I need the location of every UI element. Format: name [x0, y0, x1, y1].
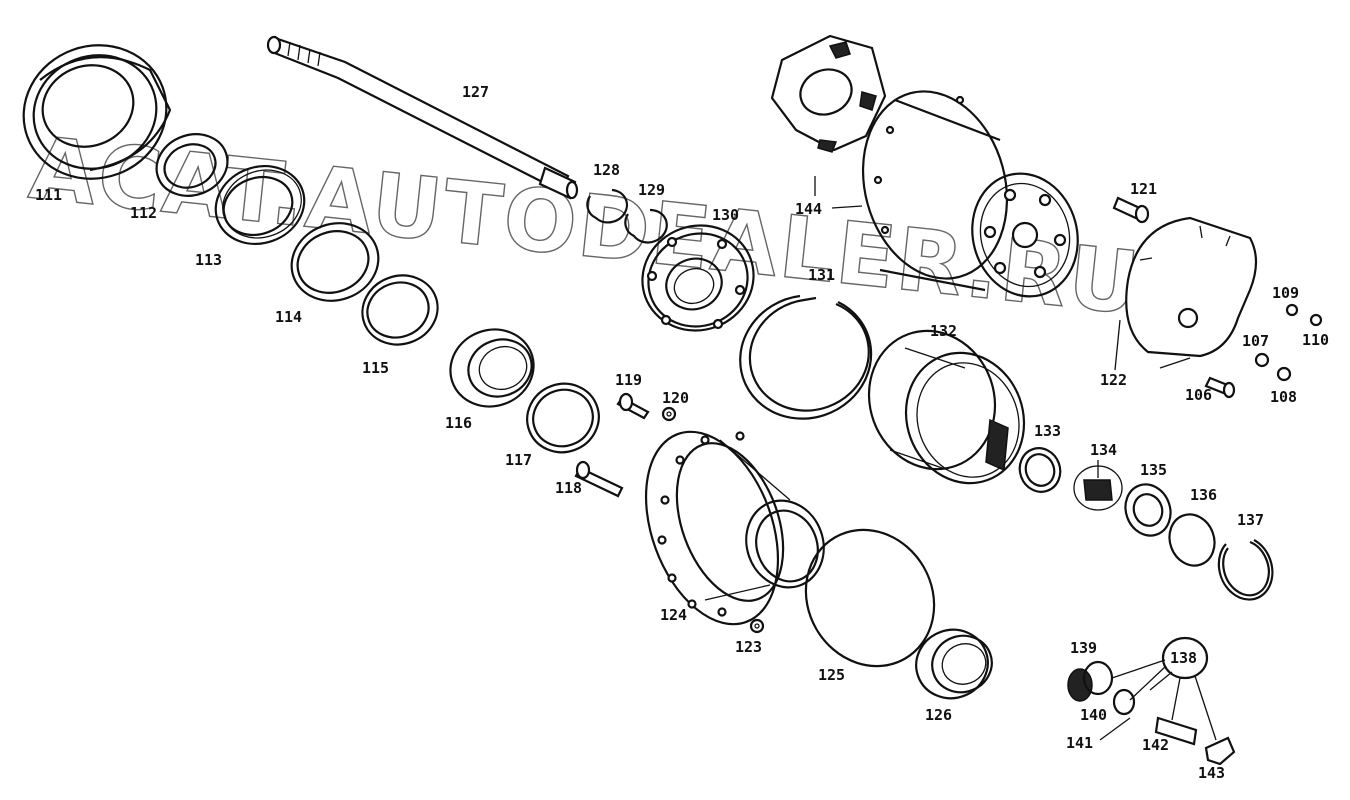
part-142-pin [1154, 716, 1198, 746]
part-139-planet-gear [1067, 660, 1114, 702]
part-120-nut [661, 406, 677, 422]
part-110-screw [1309, 313, 1323, 327]
part-112-ring [155, 133, 229, 197]
label-118: 118 [555, 479, 582, 497]
part-111-seal-cap [22, 44, 172, 180]
part-137-snap-ring [1217, 539, 1274, 601]
part-134-gear [1073, 465, 1123, 511]
label-110: 110 [1302, 331, 1329, 349]
label-107: 107 [1242, 332, 1269, 350]
label-143: 143 [1198, 764, 1225, 782]
label-138: 138 [1170, 649, 1197, 667]
part-127-axle-shaft [266, 35, 579, 200]
part-123-nut [749, 618, 765, 634]
part-108-screw [1276, 366, 1292, 382]
part-117-ring [526, 382, 600, 454]
part-129-snap-ring [624, 208, 668, 244]
part-116-bearing [449, 328, 535, 408]
label-130: 130 [712, 206, 739, 224]
label-115: 115 [362, 359, 389, 377]
label-131: 131 [808, 266, 835, 284]
label-117: 117 [505, 451, 532, 469]
label-141: 141 [1066, 734, 1093, 752]
part-114-ring [290, 222, 380, 302]
label-125: 125 [818, 666, 845, 684]
part-115-ring [361, 274, 439, 346]
part-135-washer [1124, 483, 1172, 537]
label-132: 132 [930, 322, 957, 340]
part-138-planet-kit [1161, 636, 1209, 680]
part-106-bolt [1204, 376, 1236, 399]
label-136: 136 [1190, 486, 1217, 504]
label-127: 127 [462, 83, 489, 101]
label-106: 106 [1185, 386, 1212, 404]
part-133-washer [1018, 447, 1062, 493]
part-118-bolt [574, 460, 624, 498]
label-134: 134 [1090, 441, 1117, 459]
label-128: 128 [593, 161, 620, 179]
label-116: 116 [445, 414, 472, 432]
part-109-nut [1285, 303, 1299, 317]
label-123: 123 [735, 638, 762, 656]
label-124: 124 [660, 606, 687, 624]
part-119-screw [616, 392, 650, 420]
label-113: 113 [195, 251, 222, 269]
part-labels: 111 112 113 114 115 116 117 118 119 120 … [35, 83, 1329, 782]
label-129: 129 [638, 181, 665, 199]
label-135: 135 [1140, 461, 1167, 479]
part-128-snap-ring [586, 188, 628, 224]
label-126: 126 [925, 706, 952, 724]
watermark: ACAT.AUTODEALER.RU [25, 119, 1145, 335]
part-131-snap-ring [739, 294, 873, 420]
part-144-planet-carrier [770, 34, 887, 153]
label-140: 140 [1080, 706, 1107, 724]
label-112: 112 [130, 204, 157, 222]
label-139: 139 [1070, 639, 1097, 657]
part-136-ring [1168, 513, 1216, 567]
label-111: 111 [35, 186, 62, 204]
part-143-plate [1204, 736, 1236, 766]
part-planetary-housing [861, 90, 1079, 298]
label-119: 119 [615, 371, 642, 389]
label-142: 142 [1142, 736, 1169, 754]
label-109: 109 [1272, 284, 1299, 302]
label-144: 144 [795, 200, 822, 218]
label-121: 121 [1130, 180, 1157, 198]
part-132-ring-gear [867, 329, 1026, 485]
part-121-bolt [1112, 196, 1150, 224]
leader-lines [814, 176, 1217, 741]
part-122-cover [1125, 216, 1258, 358]
label-108: 108 [1270, 388, 1297, 406]
part-124-wheel-hub [644, 430, 825, 626]
part-125-o-ring [804, 528, 936, 668]
label-122: 122 [1100, 371, 1127, 389]
part-107-nut [1254, 352, 1270, 368]
label-114: 114 [275, 308, 302, 326]
part-140-washer [1112, 688, 1136, 716]
part-130-flange [641, 224, 755, 332]
label-120: 120 [662, 389, 689, 407]
label-137: 137 [1237, 511, 1264, 529]
part-113-seal [214, 165, 306, 245]
label-133: 133 [1034, 422, 1061, 440]
part-126-bearing [915, 628, 993, 700]
